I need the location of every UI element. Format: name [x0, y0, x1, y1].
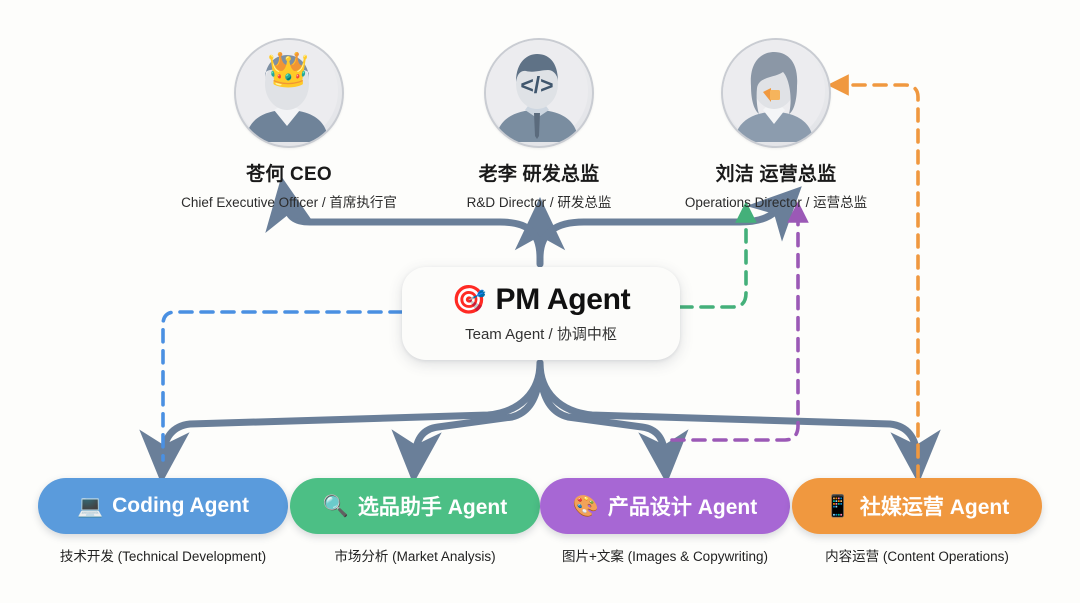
arrow-pm-to-social — [536, 359, 941, 484]
person-card-ops: 刘洁 运营总监 Operations Director / 运营总监 — [661, 38, 891, 211]
person-card-ceo: 👑 苍何 CEO Chief Executive Officer / 首席执行官 — [174, 38, 404, 211]
person-name-rd: 老李 研发总监 — [478, 164, 600, 185]
agent-label-social: 社媒运营 Agent — [859, 496, 1010, 519]
agent-pill-coding[interactable]: 💻 Coding Agent — [38, 478, 288, 534]
arrow-pm-to-design — [536, 359, 689, 484]
magnifier-icon: 🔍 — [322, 494, 349, 518]
person-role-ceo: Chief Executive Officer / 首席执行官 — [181, 195, 397, 210]
agent-card-design[interactable]: 🎨 产品设计 Agent 图片+文案 (Images & Copywriting… — [540, 478, 790, 565]
crown-icon: 👑 — [267, 51, 310, 89]
person-role-ops: Operations Director / 运营总监 — [684, 195, 868, 210]
avatar-ceo: 👑 — [234, 38, 344, 148]
person-name-ops: 刘洁 运营总监 — [715, 164, 837, 185]
pm-agent-title-row: 🎯 PM Agent — [452, 283, 631, 317]
target-dart-icon: 🎯 — [451, 284, 487, 315]
mobile-phone-icon: 📱 — [824, 494, 851, 518]
agent-subtitle-social: 内容运营 (Content Operations) — [825, 549, 1009, 564]
pm-agent-card[interactable]: 🎯 PM Agent Team Agent / 协调中枢 — [402, 267, 680, 360]
person-name-ceo: 苍何 CEO — [246, 164, 332, 185]
agent-pill-social[interactable]: 📱 社媒运营 Agent — [792, 478, 1042, 534]
agent-pill-selection[interactable]: 🔍 选品助手 Agent — [290, 478, 540, 534]
agent-pill-design[interactable]: 🎨 产品设计 Agent — [540, 478, 790, 534]
avatar-rd: </> — [484, 38, 594, 148]
pm-agent-subtitle: Team Agent / 协调中枢 — [465, 326, 617, 343]
svg-text:</>: </> — [520, 72, 553, 98]
avatar-ops — [721, 38, 831, 148]
arrow-pm-to-ops — [536, 186, 802, 262]
dashed-line-design-to-ops — [670, 201, 809, 442]
palette-icon: 🎨 — [572, 494, 599, 518]
agent-card-coding[interactable]: 💻 Coding Agent 技术开发 (Technical Developme… — [38, 478, 288, 565]
arrow-pm-to-coding — [139, 359, 544, 484]
dashed-line-pm-to-ops — [678, 201, 757, 309]
agent-subtitle-selection: 市场分析 (Market Analysis) — [334, 549, 496, 564]
agent-subtitle-coding: 技术开发 (Technical Development) — [59, 549, 267, 564]
arrow-pm-to-selection — [391, 359, 544, 484]
agent-subtitle-design: 图片+文案 (Images & Copywriting) — [562, 549, 768, 564]
agent-card-social[interactable]: 📱 社媒运营 Agent 内容运营 (Content Operations) — [792, 478, 1042, 565]
person-card-rd: </> 老李 研发总监 R&D Director / 研发总监 — [424, 38, 654, 211]
person-role-rd: R&D Director / 研发总监 — [466, 195, 612, 210]
agent-label-selection: 选品助手 Agent — [357, 496, 508, 519]
agent-label-design: 产品设计 Agent — [607, 496, 758, 519]
agent-label-coding: Coding Agent — [112, 494, 249, 517]
laptop-icon: 💻 — [76, 494, 104, 518]
pm-agent-title: PM Agent — [495, 283, 631, 316]
agent-card-selection[interactable]: 🔍 选品助手 Agent 市场分析 (Market Analysis) — [290, 478, 540, 565]
dashed-line-coding-to-pm — [161, 310, 404, 462]
arrow-pm-to-ceo — [265, 176, 544, 262]
